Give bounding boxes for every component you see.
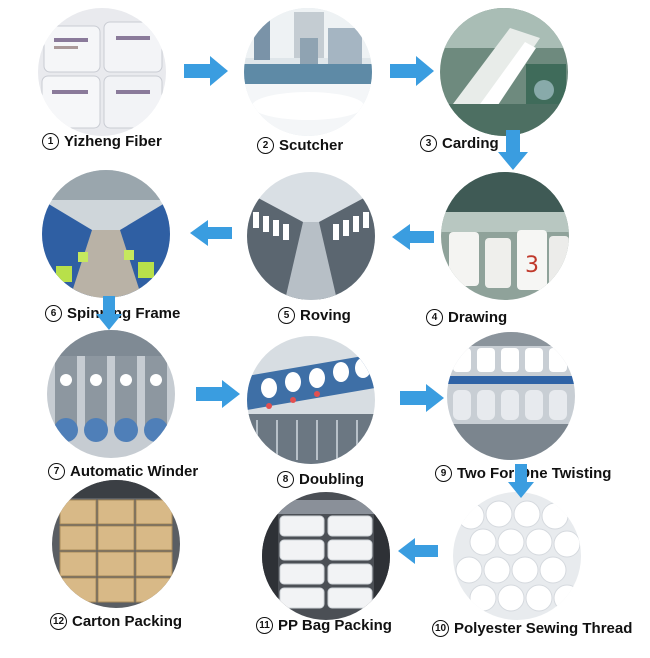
drawing-cans-photo: 3 bbox=[441, 172, 569, 300]
twister-machine-photo bbox=[447, 332, 575, 460]
step-7-label: Automatic Winder bbox=[70, 463, 199, 480]
arrow-right-icon bbox=[390, 56, 434, 86]
step-6-number: 6 bbox=[45, 305, 62, 322]
step-12-photo bbox=[52, 480, 180, 608]
step-12-label: Carton Packing bbox=[72, 613, 183, 630]
step-10-photo bbox=[453, 492, 581, 620]
step-8-caption: 8 Doubling bbox=[277, 471, 364, 488]
arrow-right-icon bbox=[184, 56, 228, 86]
step-3-photo bbox=[440, 8, 568, 136]
step-9-number: 9 bbox=[435, 465, 452, 482]
step-5-number: 5 bbox=[278, 307, 295, 324]
step-6-photo bbox=[42, 170, 170, 298]
step-9-caption: 9 Two For One Twisting bbox=[435, 465, 611, 482]
thread-cones-photo bbox=[453, 492, 581, 620]
step-1-photo bbox=[38, 8, 166, 136]
step-2-photo bbox=[244, 8, 372, 136]
step-9-photo bbox=[447, 332, 575, 460]
step-9-label: Two For One Twisting bbox=[457, 465, 612, 482]
step-7-number: 7 bbox=[48, 463, 65, 480]
step-6-label: Spinning Frame bbox=[67, 305, 181, 322]
spinning-hall-photo bbox=[42, 170, 170, 298]
step-12-number: 12 bbox=[50, 613, 67, 630]
arrow-down-icon bbox=[96, 296, 122, 330]
step-4-caption: 4 Drawing bbox=[426, 309, 507, 326]
step-3-number: 3 bbox=[420, 135, 437, 152]
step-4-label: Drawing bbox=[448, 309, 508, 326]
step-11-caption: 11 PP Bag Packing bbox=[256, 617, 392, 634]
doubling-machine-photo bbox=[247, 336, 375, 464]
step-4-number: 4 bbox=[426, 309, 443, 326]
step-12-caption: 12 Carton Packing bbox=[50, 613, 182, 630]
step-1-number: 1 bbox=[42, 133, 59, 150]
arrow-right-icon bbox=[400, 384, 444, 412]
arrow-down-icon bbox=[498, 130, 528, 170]
scutcher-machine-photo bbox=[244, 8, 372, 136]
carton-stack-photo bbox=[52, 480, 180, 608]
step-2-label: Scutcher bbox=[279, 137, 344, 154]
step-4-photo: 3 bbox=[441, 172, 569, 300]
carding-machine-photo bbox=[440, 8, 568, 136]
step-1-caption: 1 Yizheng Fiber bbox=[42, 133, 162, 150]
step-11-photo bbox=[262, 492, 390, 620]
svg-text:3: 3 bbox=[525, 253, 539, 278]
step-3-caption: 3 Carding bbox=[420, 135, 499, 152]
step-3-label: Carding bbox=[442, 135, 499, 152]
step-7-caption: 7 Automatic Winder bbox=[48, 463, 198, 480]
step-11-label: PP Bag Packing bbox=[278, 617, 392, 634]
step-7-photo bbox=[47, 330, 175, 458]
step-8-number: 8 bbox=[277, 471, 294, 488]
step-2-number: 2 bbox=[257, 137, 274, 154]
step-6-caption: 6 Spinning Frame bbox=[45, 305, 180, 322]
step-5-label: Roving bbox=[300, 307, 351, 324]
fiber-bales-photo bbox=[38, 8, 166, 136]
arrow-left-icon bbox=[398, 538, 438, 564]
step-2-caption: 2 Scutcher bbox=[257, 137, 343, 154]
step-5-photo bbox=[247, 172, 375, 300]
step-10-number: 10 bbox=[432, 620, 449, 637]
auto-winder-photo bbox=[47, 330, 175, 458]
pp-bag-stack-photo bbox=[262, 492, 390, 620]
arrow-left-icon bbox=[190, 220, 232, 246]
roving-frames-photo bbox=[247, 172, 375, 300]
step-8-label: Doubling bbox=[299, 471, 364, 488]
arrow-down-icon bbox=[508, 464, 534, 498]
step-1-label: Yizheng Fiber bbox=[64, 133, 162, 150]
step-11-number: 11 bbox=[256, 617, 273, 634]
step-8-photo bbox=[247, 336, 375, 464]
step-10-label: Polyester Sewing Thread bbox=[454, 620, 633, 637]
step-10-caption: 10 Polyester Sewing Thread bbox=[432, 620, 632, 637]
arrow-right-icon bbox=[196, 380, 240, 408]
step-5-caption: 5 Roving bbox=[278, 307, 351, 324]
arrow-left-icon bbox=[392, 224, 434, 250]
